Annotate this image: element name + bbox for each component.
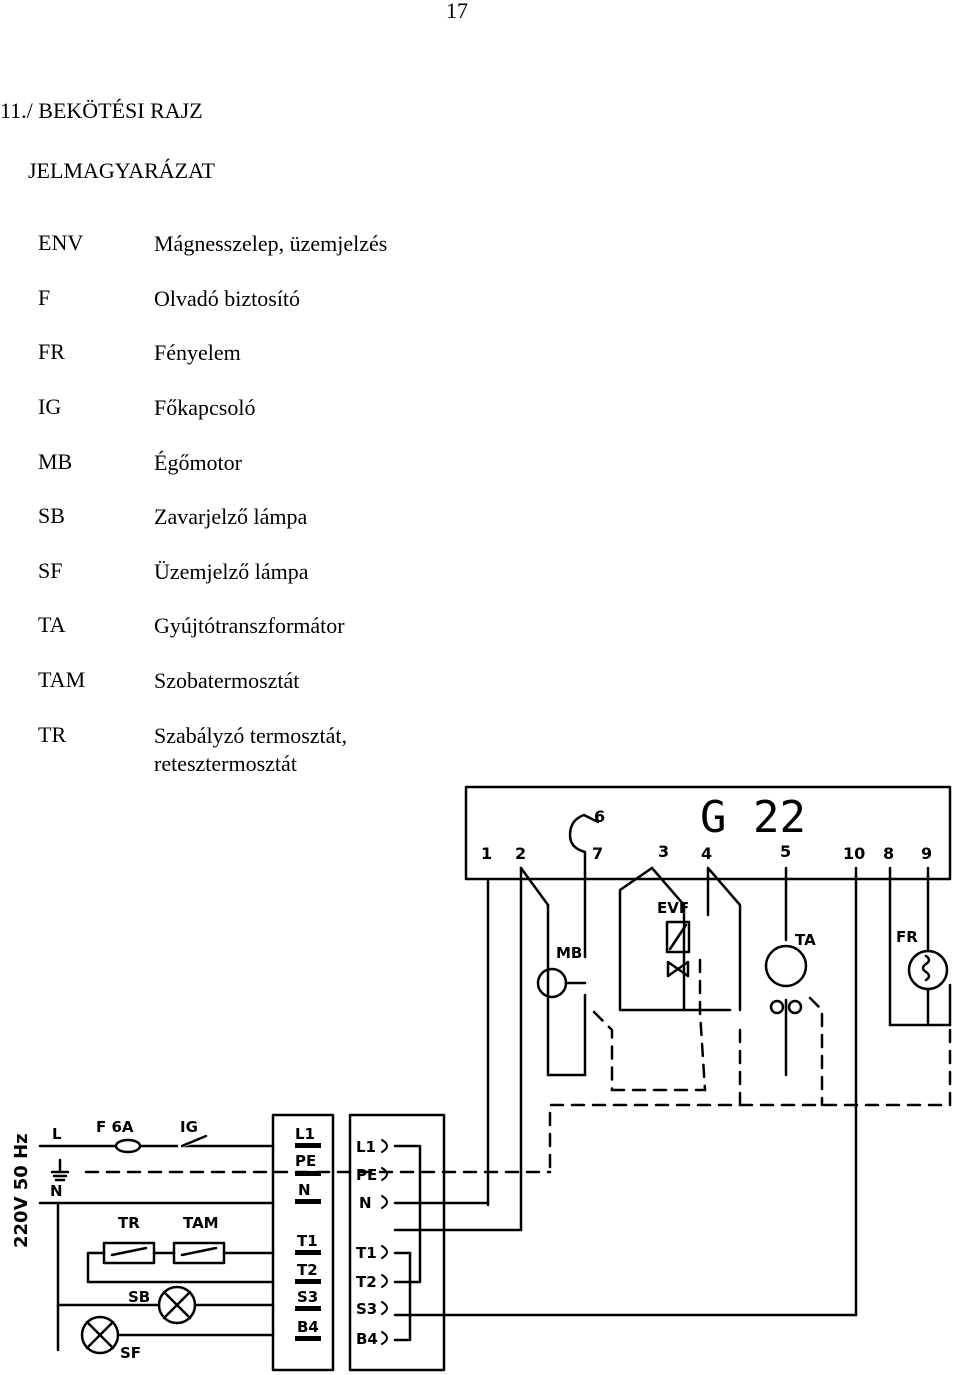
- terminal-label: 10: [843, 844, 865, 863]
- legend-desc-line1: Szabályzó termosztát,: [154, 723, 348, 748]
- connector-label: N: [298, 1181, 311, 1199]
- terminal-label: 5: [780, 842, 791, 861]
- legend-code: MB: [38, 449, 73, 474]
- motor-symbol: [536, 967, 568, 999]
- terminal-label: 1: [481, 844, 492, 863]
- connector-label: PE: [356, 1166, 377, 1184]
- legend-desc-line2: retesztermosztát: [154, 751, 297, 776]
- legend-desc: Szobatermosztát: [154, 668, 300, 693]
- legend-code: SB: [38, 503, 65, 528]
- legend-desc: Fényelem: [154, 340, 241, 365]
- connector-label: S3: [356, 1300, 377, 1318]
- connector-label: L1: [295, 1125, 315, 1143]
- legend-desc: Égőmotor: [154, 450, 242, 475]
- connector-label: B4: [356, 1330, 378, 1348]
- component-label: FR: [896, 928, 918, 946]
- page-heading: 11./ BEKÖTÉSI RAJZ: [0, 98, 203, 123]
- legend-code: TA: [38, 612, 66, 637]
- connector-label: S3: [297, 1288, 318, 1306]
- terminal-label: 6: [594, 807, 605, 826]
- connector-plug-left: [271, 1113, 335, 1372]
- legend-code: ENV: [38, 230, 84, 255]
- legend-desc: Gyújtótranszformátor: [154, 613, 345, 638]
- model-label: G 22: [700, 792, 806, 843]
- photocell-symbol: [907, 949, 949, 991]
- legend-desc: Olvadó biztosító: [154, 286, 301, 311]
- connector-label: PE: [295, 1152, 316, 1170]
- line-label: N: [50, 1182, 63, 1200]
- wiring-diagram: G 22 1 2 6 7 3 4 5 10 8 9 MB EVF TA FR F…: [11, 785, 952, 1372]
- connector-socket-right: [348, 1113, 446, 1372]
- terminal-label: 8: [883, 844, 894, 863]
- legend-code: F: [38, 285, 51, 310]
- component-label: SF: [120, 1344, 141, 1362]
- supply-label: 220V 50 Hz: [11, 1133, 32, 1248]
- page-number: 17: [446, 0, 468, 23]
- legend-code: IG: [38, 394, 62, 419]
- terminal-label: 4: [701, 844, 712, 863]
- terminal-label: 3: [658, 842, 669, 861]
- component-label: IG: [180, 1118, 198, 1136]
- component-label: F 6A: [96, 1118, 134, 1136]
- component-label: MB: [556, 944, 582, 962]
- fuse-symbol: [114, 1138, 142, 1154]
- transformer-symbol: [764, 944, 808, 988]
- connector-label: T2: [356, 1273, 377, 1291]
- connector-label: T2: [297, 1261, 318, 1279]
- component-label: TR: [118, 1214, 140, 1232]
- component-label: EVF: [657, 899, 689, 917]
- connector-label: N: [359, 1194, 372, 1212]
- terminal-label: 7: [592, 844, 603, 863]
- legend-code: TAM: [38, 667, 86, 692]
- connector-label: L1: [356, 1138, 376, 1156]
- legend-desc: Üzemjelző lámpa: [154, 559, 309, 584]
- terminal-label: 2: [515, 844, 526, 863]
- line-label: L: [52, 1125, 62, 1143]
- tr-switch: [102, 1241, 156, 1265]
- legend-desc: Mágnesszelep, üzemjelzés: [154, 231, 388, 256]
- legend-code: SF: [38, 558, 63, 583]
- component-label: TA: [795, 931, 816, 949]
- valve-coil: [665, 920, 691, 954]
- connector-label: T1: [356, 1244, 377, 1262]
- connector-label: T1: [297, 1232, 318, 1250]
- component-label: TAM: [183, 1214, 219, 1232]
- legend-code: TR: [38, 722, 67, 747]
- legend-desc: Szabályzó termosztát, retesztermosztát: [154, 722, 347, 778]
- legend-desc: Zavarjelző lámpa: [154, 504, 308, 529]
- terminal-label: 9: [921, 844, 932, 863]
- connector-label: B4: [297, 1318, 319, 1336]
- legend-desc: Főkapcsoló: [154, 395, 256, 420]
- component-label: SB: [128, 1288, 150, 1306]
- legend-code: FR: [38, 339, 65, 364]
- legend-title: JELMAGYARÁZAT: [28, 158, 215, 183]
- tam-switch: [172, 1241, 226, 1265]
